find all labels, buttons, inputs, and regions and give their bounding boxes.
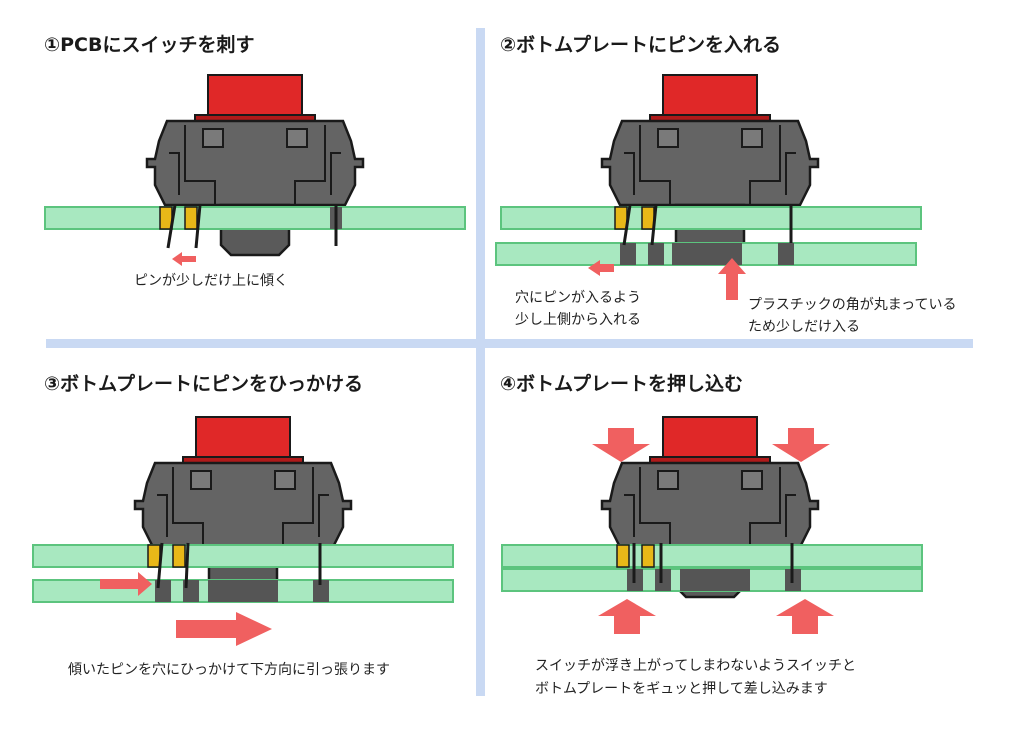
arrow-down-icon [592, 428, 650, 462]
horizontal-divider [46, 339, 973, 348]
panel-1-caption: ピンが少しだけ上に傾く [134, 273, 288, 289]
pcb-plate [501, 544, 923, 568]
panel-4-title: ④ボトムプレートを押し込む [500, 373, 743, 395]
panel-4-caption-1: スイッチが浮き上がってしまわないようスイッチと [535, 658, 857, 674]
panel-3-illustration [32, 415, 454, 646]
panel-4-caption-2: ボトムプレートをギュッと押して差し込みます [535, 681, 828, 697]
arrow-left-icon [172, 252, 196, 266]
panel-3-title: ③ボトムプレートにピンをひっかける [44, 373, 363, 395]
arrow-right-icon [176, 612, 272, 646]
panel-1-title: ①PCBにスイッチを刺す [44, 34, 255, 56]
arrow-down-icon [772, 428, 830, 462]
arrow-right-icon [100, 572, 152, 596]
arrow-up-icon [718, 258, 746, 300]
panel-4-illustration [501, 415, 923, 634]
panel-2-caption-2: 少し上側から入れる [515, 312, 641, 328]
panel-3-caption: 傾いたピンを穴にひっかけて下方向に引っ張ります [68, 662, 390, 678]
vertical-divider [476, 28, 485, 696]
panel-2-caption-1: 穴にピンが入るよう [515, 290, 641, 306]
pcb-plate [500, 206, 922, 230]
pcb-plate [32, 544, 454, 568]
arrow-up-icon [776, 599, 834, 634]
panel-1-illustration [44, 73, 466, 266]
arrow-left-icon [588, 260, 614, 276]
panel-2-illustration [495, 73, 922, 300]
pcb-plate [44, 206, 466, 230]
arrow-up-icon [598, 599, 656, 634]
panel-2-caption-4: ため少しだけ入る [748, 319, 860, 335]
panel-2-title: ②ボトムプレートにピンを入れる [500, 34, 781, 56]
panel-2-caption-3: プラスチックの角が丸まっている [748, 297, 957, 313]
